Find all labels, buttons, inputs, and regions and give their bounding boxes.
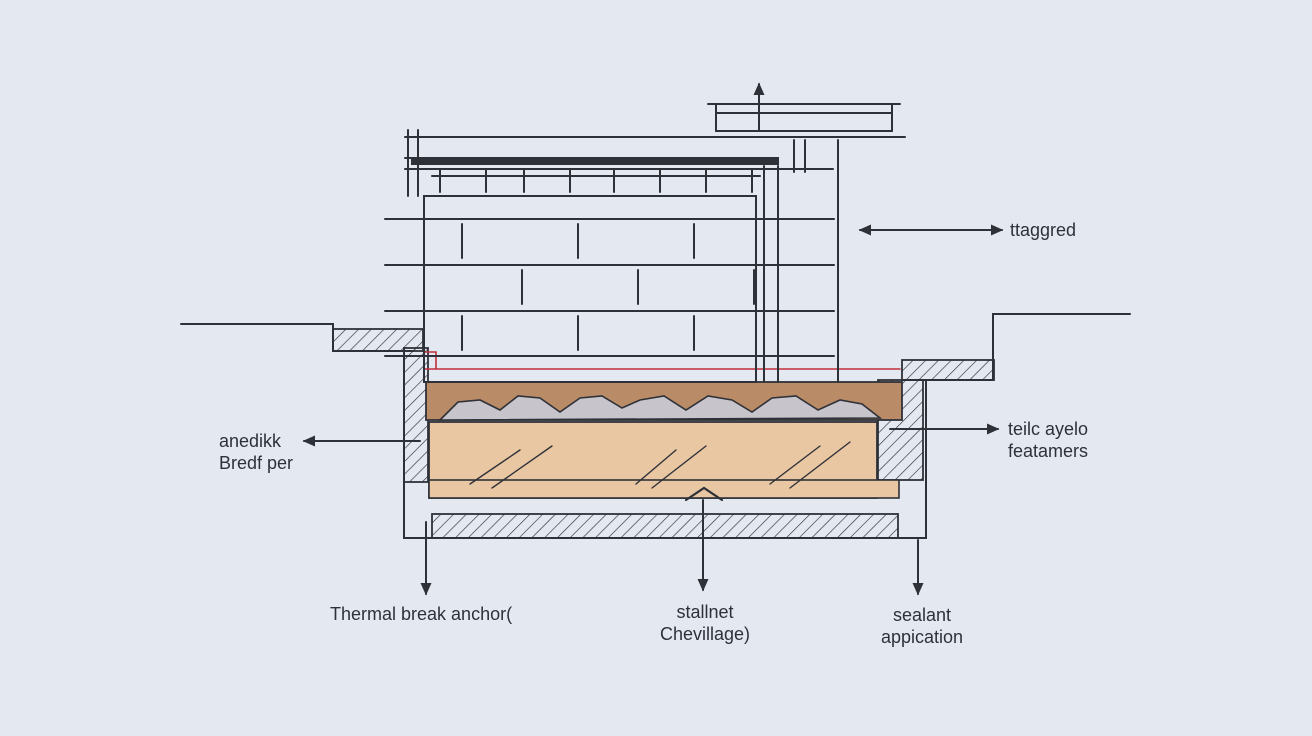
beam-studs [439,168,753,193]
right-ledge-hatch [901,359,995,381]
bottom-slab-hatch [431,513,899,539]
label-right-line-1: teilc ayelo [1008,419,1089,439]
label-left-line-1: anedikk [219,431,282,451]
membrane-line [424,351,901,370]
label-bottom-right-line-2: appication [880,627,964,647]
label-right: teilc ayelo featamers [1008,418,1088,462]
chevron-marker [684,486,724,502]
label-left-line-2: Bredf per [219,453,294,473]
label-bottom-right: sealant appication [852,604,992,648]
label-bottom-center-line-1: stallnet [676,602,734,622]
top-beam [411,157,779,165]
wall-block [423,195,757,383]
label-bottom-center-line-2: Chevillage) [659,624,751,644]
gravel-layer [438,395,883,421]
label-bottom-center: stallnet Chevillage) [630,601,780,645]
trench-outline [403,347,927,539]
sand-bed-lower [428,479,900,499]
label-top-right: ttaggred [1010,220,1077,240]
label-right-line-2: featamers [1008,441,1089,461]
label-left: anedikk Bredf per [219,430,293,474]
label-bottom-right-line-1: sealant [892,605,952,625]
label-bottom-left: Thermal break anchor( [330,604,513,624]
